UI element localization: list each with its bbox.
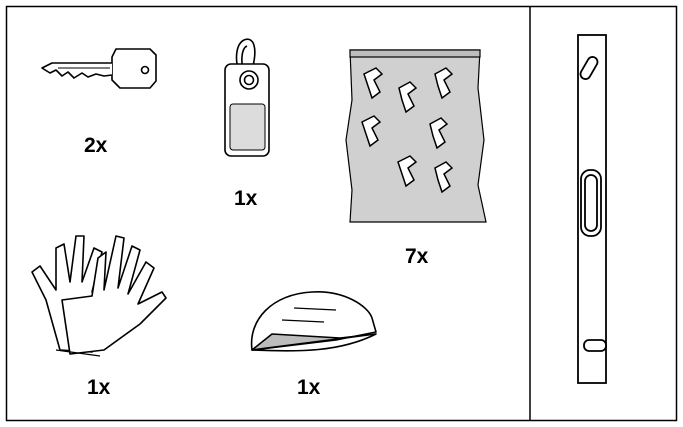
key-quantity: 2x	[84, 135, 107, 156]
wall-anchor-bag-icon	[346, 50, 486, 222]
scraper-tool-quantity: 1x	[297, 377, 320, 398]
mounting-bracket-icon	[578, 35, 606, 383]
gloves-quantity: 1x	[87, 377, 110, 398]
key-fob-quantity: 1x	[234, 188, 257, 209]
anchor-bag-quantity: 7x	[405, 246, 428, 267]
